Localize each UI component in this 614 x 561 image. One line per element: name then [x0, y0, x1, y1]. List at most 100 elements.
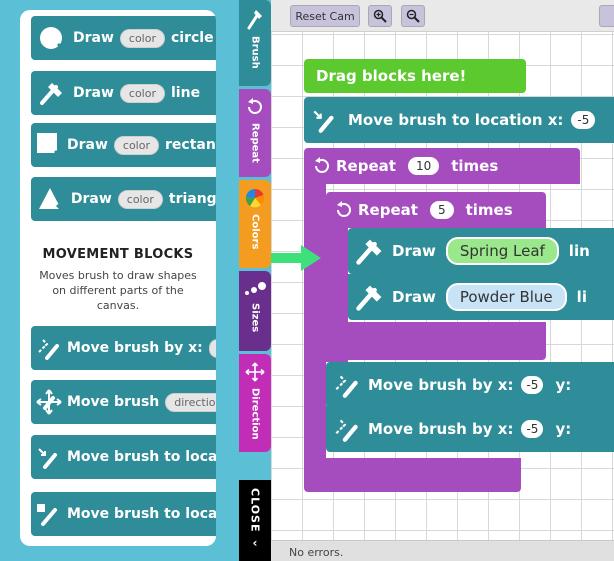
movement-blocks-description: Moves brush to draw shapes on different …: [39, 269, 197, 312]
line-brush-icon: [356, 239, 382, 265]
palette-block-move-direction[interactable]: Move brush direction: [31, 380, 216, 424]
circle-brush-icon: [35, 21, 69, 55]
color-select[interactable]: Spring Leaf: [445, 237, 559, 265]
repeat-outer-block[interactable]: Repeat 10 times: [304, 148, 580, 498]
repeat-outer-footer: [304, 458, 521, 492]
zoom-out-button[interactable]: [401, 5, 425, 27]
shape-label: triangle: [168, 191, 216, 207]
arrow-right-icon: [271, 245, 321, 271]
draw-spring-leaf-block[interactable]: Draw Spring Leaf lin: [348, 228, 614, 274]
brush-icon: [247, 10, 262, 30]
close-label: CLOSE: [248, 488, 262, 533]
repeat-outer-arm: [304, 184, 326, 460]
x-value-input[interactable]: -5: [571, 111, 596, 129]
palette-block-move-to-location-2[interactable]: Move brush to location: [31, 492, 216, 536]
direction-arrows-icon: [245, 362, 265, 382]
move-to-location-block[interactable]: Move brush to location x: -5: [304, 97, 614, 143]
tab-repeat[interactable]: Repeat: [239, 89, 271, 177]
toolbar-extra-button[interactable]: [599, 5, 614, 27]
tab-brush-label: Brush: [249, 36, 261, 69]
workspace-canvas[interactable]: Reset Cam Drag blocks here! Move brush t…: [271, 0, 614, 561]
tab-sizes-label: Sizes: [249, 303, 261, 333]
y-label: y:: [555, 420, 572, 438]
repeat-icon: [248, 98, 262, 114]
move-by-label: Move brush by x:: [368, 420, 514, 438]
repeat-times-label: times: [465, 201, 513, 219]
y-label: y:: [555, 376, 572, 394]
zoom-in-icon: [373, 9, 387, 23]
draw-label: Draw: [392, 288, 436, 306]
palette-block-draw-circle[interactable]: Draw color circle: [31, 16, 216, 60]
draw-label: Draw: [392, 242, 436, 260]
line-brush-icon: [356, 285, 382, 311]
color-pill[interactable]: color: [113, 135, 159, 155]
triangle-brush-icon: [35, 182, 67, 216]
category-tabs: Brush Repeat Colors Sizes Direction CLOS: [239, 0, 271, 561]
shape-label: circle: [171, 30, 214, 46]
move-brush-label: Move brush: [67, 394, 160, 410]
move-by-block-2[interactable]: Move brush by x: -5 y:: [326, 406, 614, 452]
tab-brush[interactable]: Brush: [239, 0, 271, 86]
move-to-icon: [35, 497, 63, 531]
block-palette[interactable]: Draw color circle Draw color line Draw c…: [20, 10, 216, 546]
palette-draw-label: Draw: [73, 30, 114, 46]
repeat-inner-block[interactable]: Repeat 5 times: [326, 192, 546, 362]
palette-draw-label: Draw: [70, 191, 112, 207]
repeat-icon: [315, 157, 329, 173]
move-to-icon: [35, 440, 63, 474]
repeat-inner-footer: [326, 322, 546, 360]
repeat-icon: [337, 201, 351, 217]
move-by-label: Move brush by x:: [368, 376, 514, 394]
reset-cam-button[interactable]: Reset Cam: [290, 5, 360, 27]
chevron-left-icon: ‹: [252, 536, 258, 551]
workspace-toolbar: Reset Cam: [271, 0, 614, 32]
shape-label: rectangle: [165, 137, 216, 153]
palette-draw-label: Draw: [73, 85, 114, 101]
move-to-location-label: Move brush to location: [67, 449, 216, 465]
color-pill[interactable]: color: [117, 189, 163, 209]
drag-blocks-here-hat[interactable]: Drag blocks here!: [304, 59, 526, 93]
palette-block-move-to-location[interactable]: Move brush to location: [31, 435, 216, 479]
palette-block-draw-rectangle[interactable]: Draw color rectangle: [31, 123, 216, 167]
repeat-times-label: times: [451, 157, 499, 175]
tab-colors[interactable]: Colors: [239, 180, 271, 268]
move-by-icon: [335, 375, 358, 398]
move-by-icon: [35, 331, 63, 365]
repeat-count-input[interactable]: 5: [429, 201, 454, 219]
palette-block-draw-line[interactable]: Draw color line: [31, 71, 216, 115]
move-to-location-label: Move brush to location: [67, 506, 216, 522]
shape-label: lin: [568, 242, 590, 260]
draw-powder-blue-block[interactable]: Draw Powder Blue li: [348, 274, 614, 320]
status-bar: No errors.: [271, 540, 614, 561]
palette-block-draw-triangle[interactable]: Draw color triangle: [31, 177, 216, 221]
move-by-icon: [335, 419, 358, 442]
repeat-count-input[interactable]: 10: [407, 157, 440, 175]
close-panel-button[interactable]: CLOSE ‹: [239, 480, 271, 561]
direction-pill[interactable]: direction: [165, 392, 216, 412]
move-to-icon: [313, 110, 334, 133]
shape-label: line: [171, 85, 201, 101]
shape-label: li: [576, 288, 587, 306]
tab-direction[interactable]: Direction: [239, 354, 271, 452]
tab-colors-label: Colors: [249, 214, 261, 250]
x-value-pill[interactable]: [208, 338, 216, 358]
palette-block-move-by[interactable]: Move brush by x:: [31, 326, 216, 370]
color-select[interactable]: Powder Blue: [445, 283, 567, 311]
move-by-block-1[interactable]: Move brush by x: -5 y:: [326, 362, 614, 408]
tab-direction-label: Direction: [249, 388, 261, 440]
color-pill[interactable]: color: [119, 28, 165, 48]
direction-move-icon: [35, 385, 63, 419]
zoom-out-icon: [406, 9, 420, 23]
repeat-outer-header: Repeat 10 times: [304, 148, 580, 184]
x-value-input[interactable]: -5: [521, 420, 544, 438]
sizes-dots-icon: [245, 282, 266, 295]
rectangle-brush-icon: [35, 128, 63, 162]
zoom-in-button[interactable]: [368, 5, 392, 27]
color-pill[interactable]: color: [119, 83, 165, 103]
color-wheel-icon: [245, 188, 265, 208]
repeat-inner-header: Repeat 5 times: [326, 192, 546, 228]
tab-sizes[interactable]: Sizes: [239, 271, 271, 351]
line-brush-icon: [35, 76, 69, 110]
x-value-input[interactable]: -5: [521, 376, 544, 394]
